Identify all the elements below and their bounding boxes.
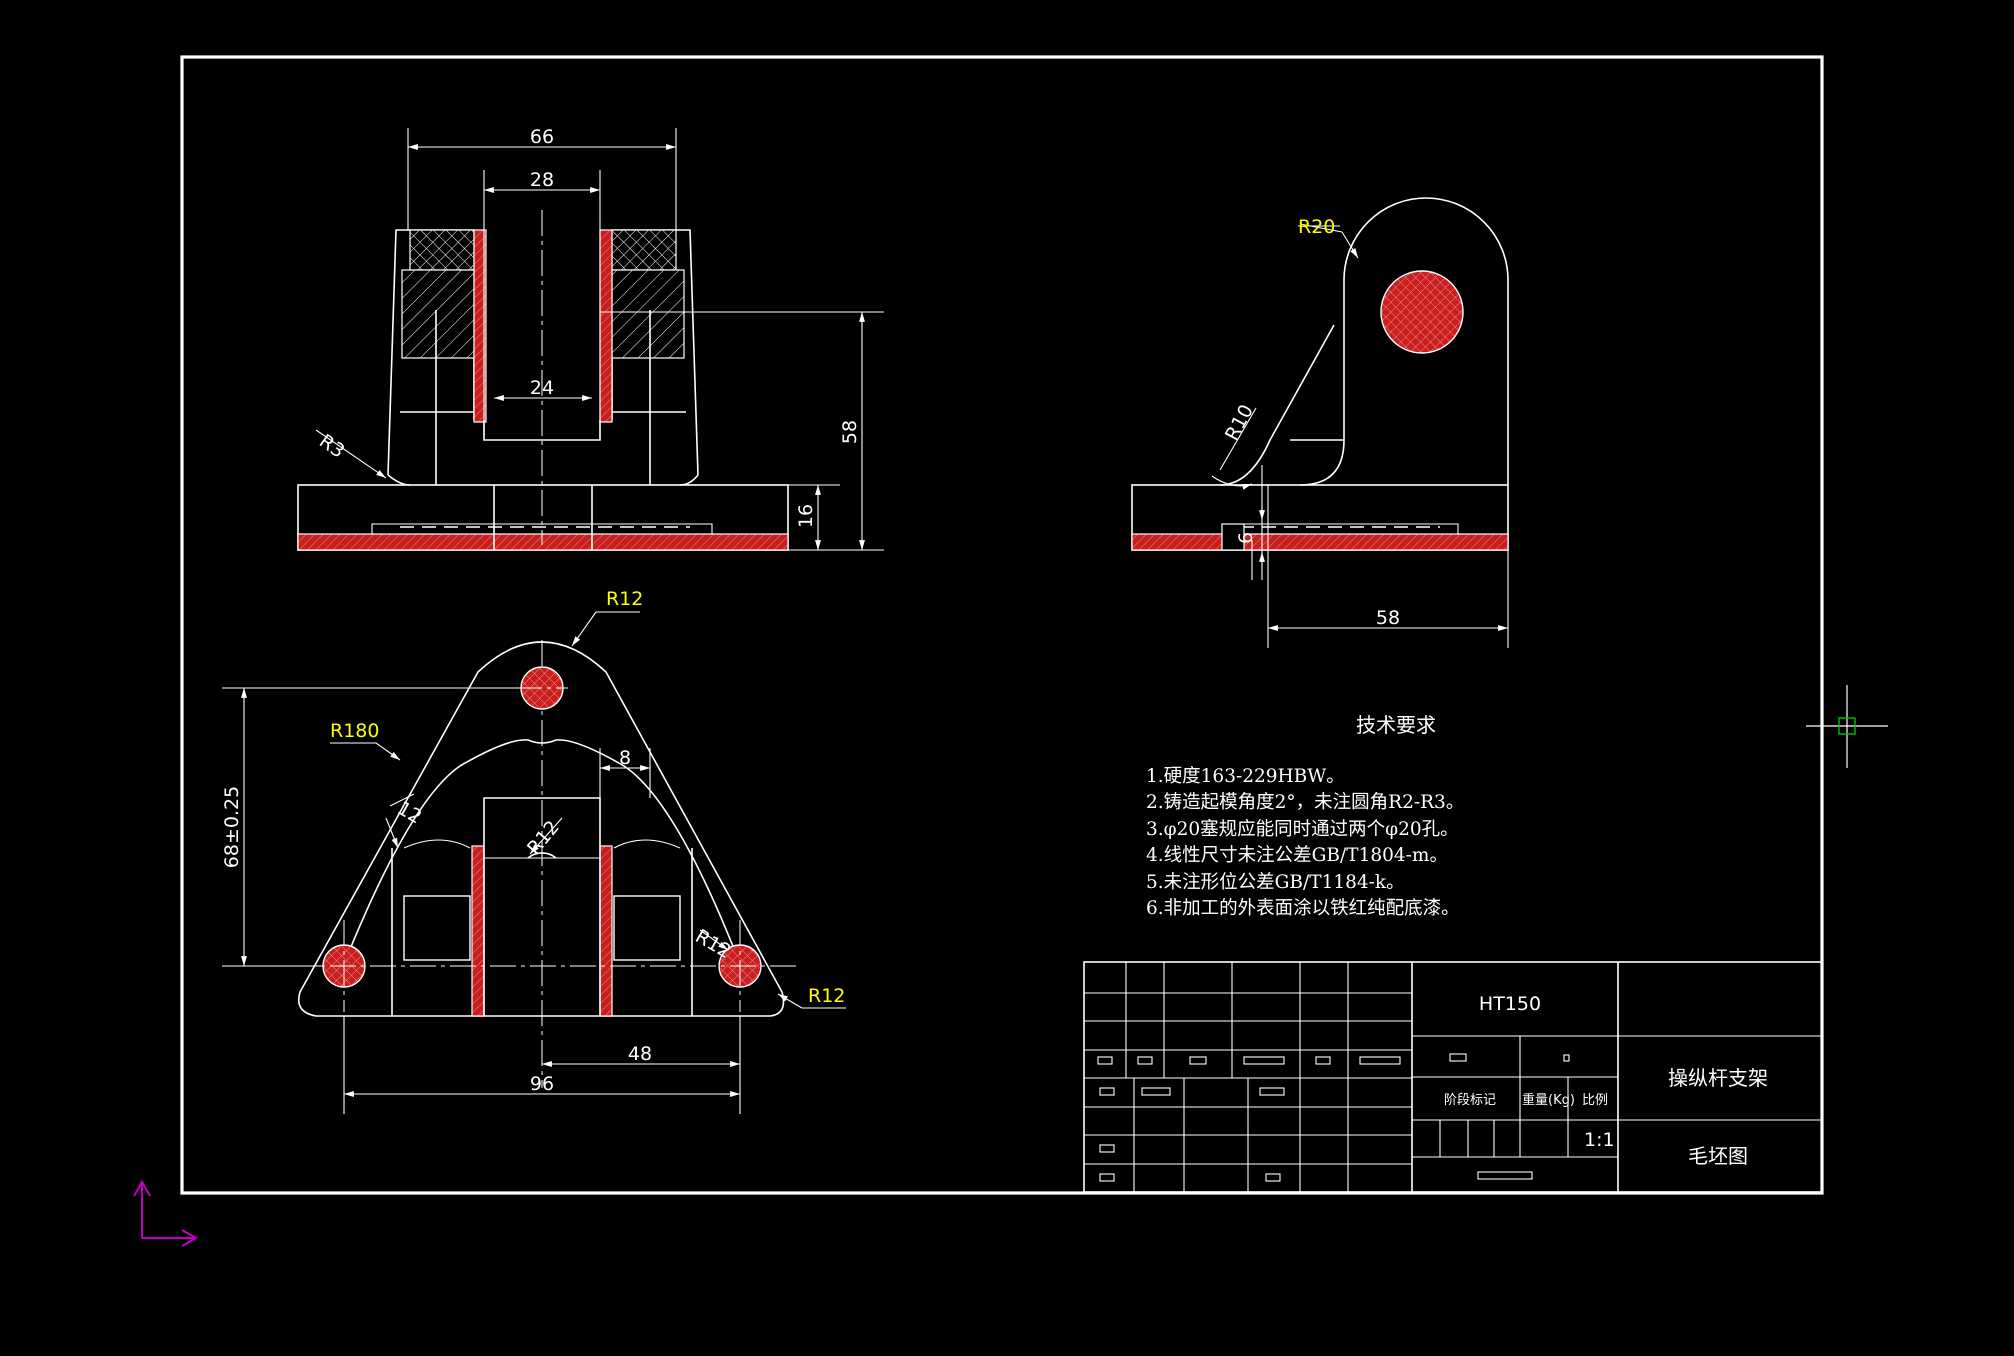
side-view: R20 R10 6 58	[1131, 197, 1509, 648]
scale-value: 1:1	[1584, 1129, 1615, 1151]
ucs-icon	[133, 1179, 199, 1247]
dim-half-span: 48	[628, 1043, 652, 1065]
dim-span: 96	[530, 1073, 554, 1095]
dim-thickness: 6	[1235, 532, 1257, 544]
weight-label: 重量(Kg)	[1522, 1092, 1575, 1108]
part-name: 操纵杆支架	[1668, 1066, 1768, 1090]
dim-rib-8: 8	[619, 747, 631, 769]
drawing-frame	[180, 55, 1824, 1195]
dim-width-inner: 28	[530, 169, 554, 191]
tech-item: 3.φ20塞规应能同时通过两个φ20孔。	[1146, 819, 1459, 840]
material: HT150	[1479, 993, 1541, 1015]
top-view: R12 R180 12 8 R12 R12 R12 68±0.25 48 96	[221, 588, 846, 1114]
dim-slot: 24	[530, 377, 554, 399]
scale-label: 比例	[1582, 1093, 1608, 1108]
front-view: 66 28 24 58 16 R3	[297, 126, 884, 551]
dim-width-outer: 66	[530, 126, 554, 148]
tech-item: 6.非加工的外表面涂以铁红纯配底漆。	[1146, 898, 1460, 919]
dim-fillet-r10: R10	[1221, 401, 1258, 444]
title-block: HT150 操纵杆支架 毛坯图 阶段标记 重量(Kg) 比例 1:1	[1083, 961, 1823, 1193]
tech-item: 2.铸造起模角度2°，未注圆角R2-R3。	[1146, 792, 1464, 813]
tech-item: 4.线性尺寸未注公差GB/T1804-m。	[1146, 845, 1448, 866]
stage-label: 阶段标记	[1444, 1093, 1496, 1108]
dim-base: 16	[795, 504, 817, 528]
dim-top-radius-r20: R20	[1298, 216, 1335, 238]
tech-requirements: 技术要求 1.硬度163-229HBW。 2.铸造起模角度2°，未注圆角R2-R…	[1146, 713, 1464, 919]
dim-height-68: 68±0.25	[221, 786, 243, 868]
tech-title: 技术要求	[1356, 713, 1436, 737]
tech-item: 1.硬度163-229HBW。	[1146, 766, 1345, 787]
dim-fillet-r3: R3	[315, 430, 348, 463]
dim-depth: 58	[1376, 607, 1400, 629]
dim-arc-r180: R180	[330, 720, 379, 742]
dim-corner-r12-b: R12	[808, 985, 845, 1007]
dim-height: 58	[839, 420, 861, 444]
dim-top-r12: R12	[606, 588, 643, 610]
crosshair-cursor-icon	[1806, 685, 1888, 768]
drawing-type: 毛坯图	[1688, 1144, 1748, 1168]
tech-item: 5.未注形位公差GB/T1184-k。	[1146, 872, 1405, 893]
